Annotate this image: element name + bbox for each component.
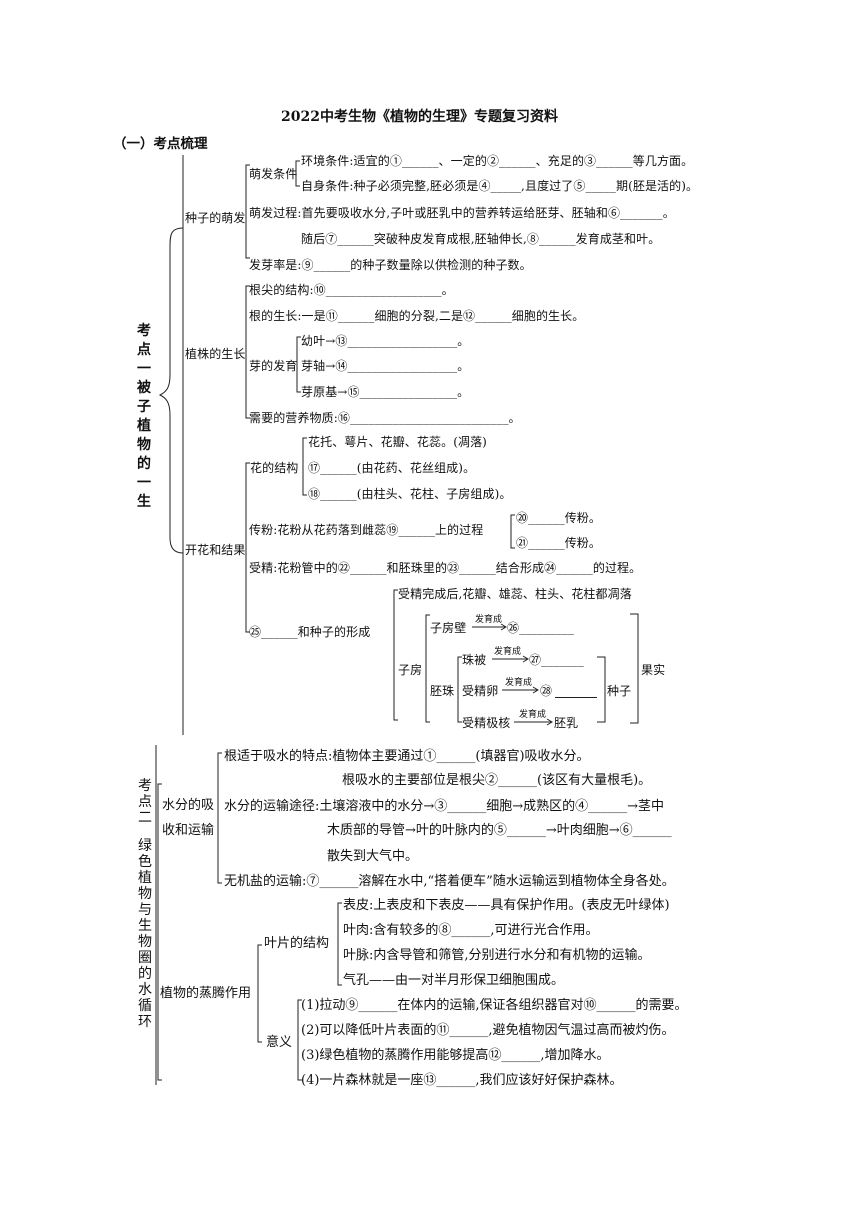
kp1-label: 考点一被子植物的一生 [137,323,151,510]
develop-label-3: 发育成 [505,678,533,688]
meaning-3: (3)绿色植物的蒸腾作用能够提高⑫______,增加降水。 [301,1048,610,1063]
kp2-label-b: 绿色植物与生物圈的水循环 [138,838,152,1030]
pollination-type-1: ⑳______传粉。 [516,511,602,525]
blank-27: ㉗_______ [529,653,584,667]
trans-brace [257,944,262,1043]
meaning-brace [297,999,302,1081]
env-condition: 环境条件:适宜的①______、一定的②______、充足的③______等几方… [301,154,694,168]
water-brace [217,752,222,884]
ovary-wall: 子房壁 [430,621,467,635]
fruit-result: 果实 [641,663,666,677]
pollination-brace [510,514,515,549]
germination-process-1: 萌发过程:首先要吸收水分,子叶或胚乳中的营养转运给胚芽、胚轴和⑥_______。 [249,206,675,220]
meaning-label: 意义 [266,1035,293,1050]
growth-label: 植株的生长 [185,347,246,361]
germination-rate: 发芽率是:⑨______的种子数量除以供检测的种子数。 [249,258,532,272]
fruit-formation-label: ㉕______和种子的形成 [249,625,371,639]
flower-brace [245,462,250,633]
meaning-1: (1)拉动⑨______在体内的运输,保证各组织器官对⑩______的需要。 [301,998,688,1013]
blank-26: ㉖_________ [507,621,574,635]
blank-28-line [555,697,597,698]
struct-label: 花的结构 [250,461,299,475]
pollination: 传粉:花粉从花药落到雌蕊⑲______上的过程 [249,523,484,537]
leaf-mesophyll: 叶肉:含有较多的⑧______,可进行光合作用。 [343,923,599,938]
water-route-2: 木质部的导管→叶的叶脉内的⑤______→叶肉细胞→⑥______ [327,823,672,838]
endosperm: 胚乳 [554,716,579,730]
bud-axis: 芽轴→⑭__________________。 [301,359,470,373]
leaf-vein: 叶脉:内含导管和筛管,分别进行水分和有机物的运输。 [343,948,651,963]
flower-label: 开花和结果 [185,543,246,557]
integument: 珠被 [462,653,487,667]
meaning-2: (2)可以降低叶片表面的⑪______,避免植物因气温过高而被灼伤。 [301,1023,675,1038]
blank-28: ㉘ [540,684,553,698]
struct-brace [302,437,307,496]
page-title: 2022中考生物《植物的生理》专题复习资料 [281,109,558,125]
kp2-label-a: 考点二 [138,778,152,826]
mineral-transport: 无机盐的运输:⑦______溶解在水中,“搭着便车”随水运输运到植物体全身各处。 [224,874,675,889]
seed-right-brace [597,656,606,723]
pollination-type-2: ㉑______传粉。 [516,536,602,550]
bud-leaf: 幼叶→⑬__________________。 [301,334,470,348]
ovary-label: 子房 [398,663,423,677]
kp1-big-brace [158,227,184,554]
develop-label-1: 发育成 [475,615,503,625]
meaning-4: (4)一片森林就是一座⑬______,我们应该好好保护森林。 [301,1073,623,1088]
seed-cond-brace [295,160,300,187]
ovary-brace [425,614,430,723]
kp2-big-brace [157,783,162,1081]
bud-brace [296,336,301,393]
water-label-2: 收和运输 [162,823,215,838]
water-route-3: 散失到大气中。 [327,849,419,864]
leaf-brace [337,902,342,986]
nutrients: 需要的营养物质:⑯__________________________。 [249,411,521,425]
leaf-structure-label: 叶片的结构 [264,936,330,951]
germination-process-2: 随后⑦______突破种皮发育成根,胚轴伸长,⑧______发育成茎和叶。 [301,232,661,246]
section-heading: （一）考点梳理 [113,136,208,152]
leaf-epidermis: 表皮:上表皮和下表皮——具有保护作用。(表皮无叶绿体) [343,898,670,913]
fertilization: 受精:花粉管中的㉒______和胚珠里的㉓______结合形成㉔______的过… [249,561,642,575]
root-adapt-2: 根吸水的主要部位是根尖②______(该区有大量根毛)。 [342,773,652,788]
cond-label: 萌发条件 [249,167,298,181]
root-growth: 根的生长:一是⑪______细胞的分裂,二是⑫______细胞的生长。 [249,309,585,323]
polar-nuclei: 受精极核 [462,716,511,730]
develop-label-2: 发育成 [494,647,522,657]
seed-result: 种子 [607,684,632,698]
root-adapt-1: 根适于吸水的特点:植物体主要通过①______(填器官)吸收水分。 [224,749,590,764]
transpiration-label: 植物的蒸腾作用 [160,986,252,1001]
fruit-brace [393,589,398,721]
ovule-brace [457,656,462,723]
ovule-label: 胚珠 [430,684,455,698]
after-fertilization: 受精完成后,花瓣、雄蕊、柱头、花柱都凋落 [398,587,632,601]
seed-label: 种子的萌发 [185,211,246,225]
fruit-right-brace [630,613,639,724]
leaf-stomata: 气孔——由一对半月形保卫细胞围成。 [343,973,565,988]
develop-label-4: 发育成 [519,710,547,720]
root-structure: 根尖的结构:⑩___________________。 [249,283,454,297]
self-condition: 自身条件:种子必须完整,胚必须是④_____,且度过了⑤_____期(胚是活的)… [301,179,699,193]
growth-brace [245,285,250,419]
flower-parts: 花托、萼片、花瓣、花蕊。(凋落) [308,435,487,449]
bud-label: 芽的发育 [249,359,298,373]
water-route-1: 水分的运输途径:土壤溶液中的水分→③______细胞→成熟区的④______→茎… [224,799,665,814]
seed-brace [245,164,250,259]
water-label-1: 水分的吸 [162,798,215,813]
fertilized-egg: 受精卵 [462,684,499,698]
pistil: ⑱______(由柱头、花柱、子房组成)。 [308,487,512,501]
bud-primordium: 芽原基→⑮________________。 [301,385,470,399]
stamen: ⑰______(由花药、花丝组成)。 [308,461,476,475]
